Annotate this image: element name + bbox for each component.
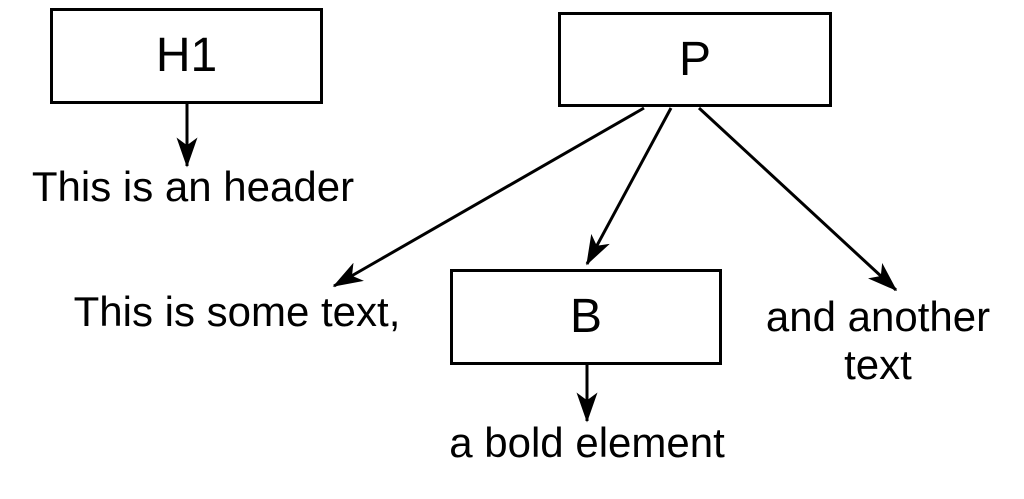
arrow-p-to-another-text (697, 106, 898, 292)
node-p-label: P (678, 32, 711, 86)
node-p: P (558, 12, 832, 107)
arrow-p-to-b (585, 107, 673, 266)
text-node-bold-text: a bold element (449, 419, 725, 466)
text-node-header: This is an header (31, 163, 355, 210)
node-h1: H1 (50, 8, 323, 104)
text-node-another-text: and another text (738, 293, 1018, 389)
arrow-p-to-some-text (332, 106, 645, 288)
node-h1-label: H1 (155, 29, 218, 82)
text-node-some-text: This is some text, (73, 288, 401, 335)
text-node-another-text-line2: text (844, 341, 912, 388)
node-b: B (450, 269, 722, 365)
text-node-another-text-line1: and another (765, 293, 991, 340)
node-b-label: B (569, 290, 602, 343)
